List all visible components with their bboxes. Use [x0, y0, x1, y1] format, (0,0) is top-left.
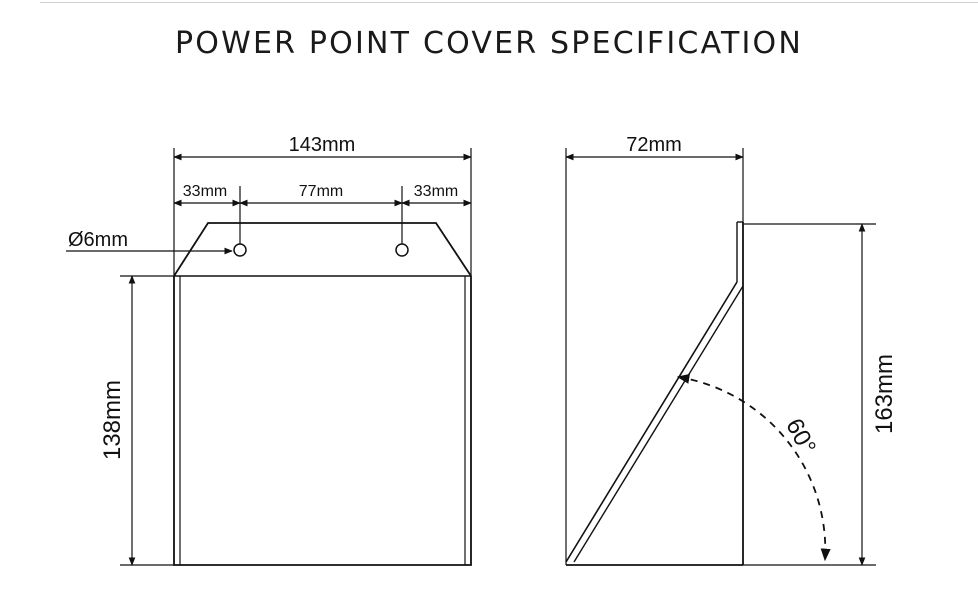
label-front-height: 138mm [99, 380, 126, 460]
side-extension-lines [565, 148, 876, 566]
side-slope-inner [573, 285, 744, 563]
angle-arc [676, 373, 831, 562]
label-hole-diameter: Ø6mm [68, 229, 128, 251]
front-cover-outline [173, 222, 472, 566]
label-total-width: 143mm [289, 134, 356, 156]
top-divider [40, 2, 978, 3]
label-side-depth: 72mm [626, 134, 682, 156]
front-view [173, 222, 472, 566]
side-slope-outer [565, 281, 738, 563]
side-view [565, 221, 744, 566]
label-angle: 60° [780, 414, 821, 459]
page-title: POWER POINT COVER SPECIFICATION [174, 26, 803, 61]
label-left-margin: 33mm [183, 183, 227, 200]
label-side-height: 163mm [871, 354, 898, 434]
label-hole-spacing: 77mm [299, 183, 343, 200]
label-right-margin: 33mm [414, 183, 458, 200]
